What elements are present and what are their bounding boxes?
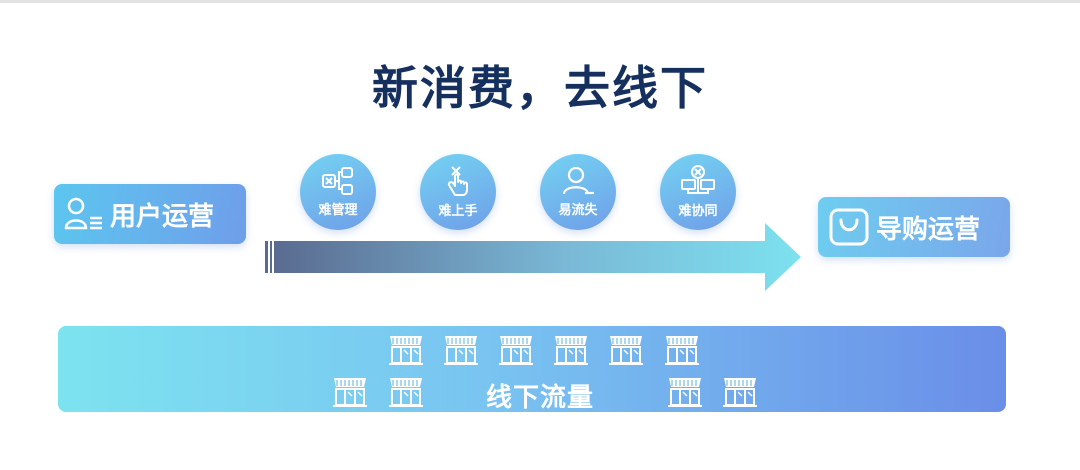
issue-hard-to-collaborate: 难协同 <box>660 154 736 230</box>
network-icon <box>322 167 353 195</box>
storefront-icon <box>388 334 424 366</box>
top-divider <box>0 0 1080 3</box>
user-minus-icon <box>562 166 594 195</box>
issue-label: 难协同 <box>678 204 718 219</box>
issue-label: 难上手 <box>438 204 478 219</box>
offline-traffic-bar <box>58 326 1006 412</box>
storefront-icon <box>388 376 424 408</box>
storefront-icon <box>608 334 644 366</box>
user-ops-badge: 用户运营 <box>54 184 246 244</box>
storefront-icon <box>667 376 703 408</box>
devices-icon <box>681 165 715 194</box>
shopping-bag-icon <box>829 208 869 246</box>
issue-label: 难管理 <box>318 203 358 218</box>
guide-ops-badge: 导购运营 <box>818 197 1010 257</box>
user-list-icon <box>64 197 102 230</box>
guide-ops-label: 导购运营 <box>876 214 981 245</box>
issue-hard-to-manage: 难管理 <box>300 154 376 230</box>
tap-hand-icon <box>447 166 468 196</box>
storefront-icon <box>498 334 534 366</box>
issue-hard-to-start: 难上手 <box>420 154 496 230</box>
storefront-icon <box>553 334 589 366</box>
offline-traffic-label: 线下流量 <box>485 383 594 413</box>
storefront-icon <box>332 376 368 408</box>
issue-label: 易流失 <box>558 203 598 218</box>
storefront-icon <box>664 334 700 366</box>
progress-arrow <box>265 223 801 291</box>
issue-easy-churn: 易流失 <box>540 154 616 230</box>
storefront-icon <box>443 334 479 366</box>
storefront-icon <box>722 376 758 408</box>
user-ops-label: 用户运营 <box>110 201 215 232</box>
page-title: 新消费，去线下 <box>372 61 708 115</box>
